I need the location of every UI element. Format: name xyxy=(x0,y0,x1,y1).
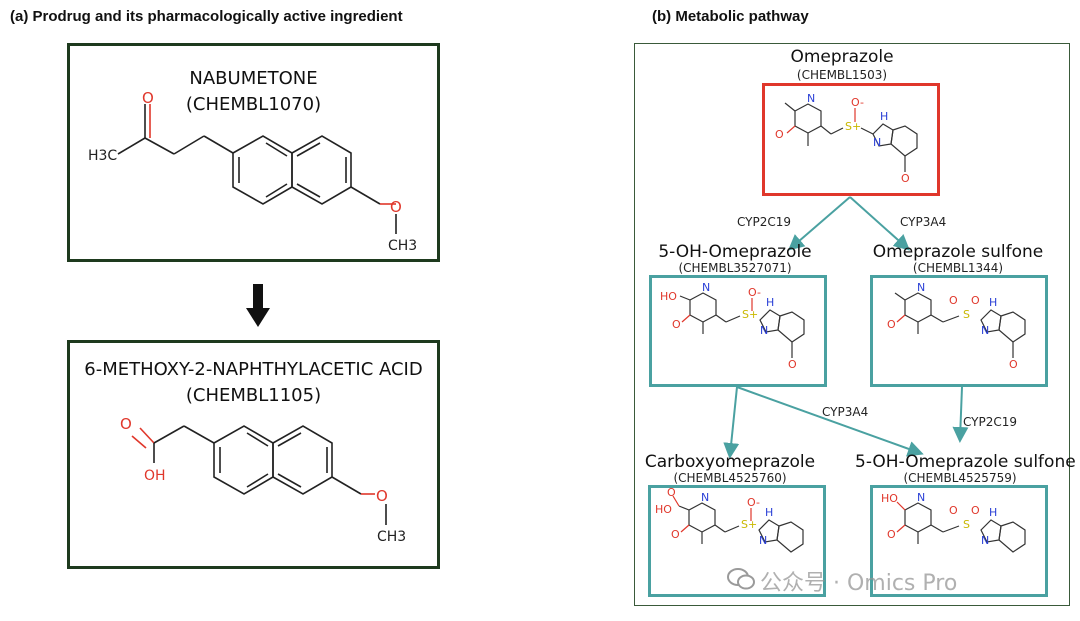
omeprazole-id: (CHEMBL1503) xyxy=(796,68,888,82)
nabumetone-structure: O H3C O CH3 xyxy=(88,89,417,254)
carboxy-h: H xyxy=(765,506,773,519)
5oh-o: O xyxy=(672,318,681,331)
sulfone-o-b: O xyxy=(971,294,980,307)
sulfone-o2: O xyxy=(1009,358,1018,371)
watermark-text: 公众号 · Omics Pro xyxy=(760,571,958,596)
arrow-sulfone-to-5oh-sulfone xyxy=(952,386,969,443)
prodrug-ch3-label: CH3 xyxy=(388,238,417,254)
5oh-omeprazole-sulfone-id: (CHEMBL4525759) xyxy=(903,471,1017,485)
sulfone-o-a: O xyxy=(949,294,958,307)
active-drug-box: 6-METHOXY-2-NAPHTHYLACETIC ACID (CHEMBL1… xyxy=(67,340,440,569)
pathway-frame xyxy=(634,43,1070,606)
sulfone-s: S xyxy=(963,308,970,321)
5oh-s: S+ xyxy=(742,308,758,321)
active-drug-name: 6-METHOXY-2-NAPHTHYLACETIC ACID xyxy=(84,359,423,380)
omeprazole-sulfone-id: (CHEMBL1344) xyxy=(912,261,1004,275)
5ohs-o-a: O xyxy=(949,504,958,517)
5oh-h: H xyxy=(766,296,774,309)
sulfone-o: O xyxy=(887,318,896,331)
sulfone-h: H xyxy=(989,296,997,309)
omeprazole-sulfone-structure: N O O S O H N O xyxy=(887,281,1026,371)
sulfone-n: N xyxy=(917,281,925,294)
carboxy-o-minus: O- xyxy=(747,496,760,509)
carboxy-o: O xyxy=(671,528,680,541)
carboxyomeprazole-box: O HO N O S+ O- H N xyxy=(648,485,826,597)
carboxy-s: S+ xyxy=(741,518,757,531)
prodrug-h3c-label: H3C xyxy=(88,148,117,164)
omeprazole-n: N xyxy=(807,92,815,105)
5oh-o2: O xyxy=(788,358,797,371)
arrow-parent-to-sulfone xyxy=(849,196,910,251)
panel-a-title: (a) Prodrug and its pharmacologically ac… xyxy=(10,8,403,25)
acid-methoxy-o: O xyxy=(376,487,388,505)
5ohs-s: S xyxy=(963,518,970,531)
carboxy-ho: HO xyxy=(655,503,672,516)
5ohs-n2: N xyxy=(981,534,989,547)
pathway-arrows xyxy=(723,196,969,459)
omeprazole-box: N O S+ O- H N O xyxy=(762,83,940,196)
5oh-omeprazole-sulfone-box: HO N O O S O H N xyxy=(870,485,1048,597)
omeprazole-sulfone-name: Omeprazole sulfone xyxy=(872,242,1044,262)
acid-carbonyl-o: O xyxy=(120,415,132,433)
5oh-n2: N xyxy=(760,324,768,337)
enzyme-label-cyp2c19-b: CYP2C19 xyxy=(963,415,1018,429)
wechat-icon xyxy=(727,568,755,590)
prodrug-methoxy-o: O xyxy=(390,198,402,216)
enzyme-label-cyp3a4-b: CYP3A4 xyxy=(822,405,869,419)
5oh-omeprazole-sulfone-name: 5-OH-Omeprazole sulfone xyxy=(855,452,1076,472)
omeprazole-o-minus: O- xyxy=(851,96,864,109)
omeprazole-sulfone-box: N O O S O H N O xyxy=(870,275,1048,387)
5oh-n: N xyxy=(702,281,710,294)
carboxyomeprazole-name: Carboxyomeprazole xyxy=(644,452,816,472)
5oh-omeprazole-name: 5-OH-Omeprazole xyxy=(658,242,812,262)
carboxyomeprazole-id: (CHEMBL4525760) xyxy=(673,471,787,485)
5oh-ho: HO xyxy=(660,290,677,303)
omeprazole-n2: N xyxy=(873,136,881,149)
omeprazole-structure: N O S+ O- H N O xyxy=(775,92,918,185)
prodrug-carbonyl-o: O xyxy=(142,89,154,107)
5oh-omeprazole-sulfone-structure: HO N O O S O H N xyxy=(881,491,1026,553)
omeprazole-h: H xyxy=(880,110,888,123)
acid-oh: OH xyxy=(144,468,166,484)
5oh-omeprazole-structure: HO N O S+ O- H N O xyxy=(660,281,805,371)
carboxy-n2: N xyxy=(759,534,767,547)
prodrug-id: (CHEMBL1070) xyxy=(185,94,322,115)
omeprazole-name: Omeprazole xyxy=(790,47,894,67)
carboxyomeprazole-structure: O HO N O S+ O- H N xyxy=(655,486,804,553)
arrow-5oh-to-carboxy xyxy=(723,386,740,459)
5ohs-n: N xyxy=(917,491,925,504)
prodrug-box: NABUMETONE (CHEMBL1070) O H3C xyxy=(67,43,440,262)
5oh-omeprazole-id: (CHEMBL3527071) xyxy=(678,261,792,275)
5ohs-o: O xyxy=(887,528,896,541)
down-arrow-icon xyxy=(246,284,270,327)
panel-b-title: (b) Metabolic pathway xyxy=(652,8,809,25)
sulfone-n2: N xyxy=(981,324,989,337)
5oh-o-minus: O- xyxy=(748,286,761,299)
omeprazole-o2: O xyxy=(901,172,910,185)
enzyme-label-cyp2c19-a: CYP2C19 xyxy=(737,215,792,229)
omeprazole-s: S+ xyxy=(845,120,861,133)
arrow-5oh-to-5oh-sulfone xyxy=(736,386,924,457)
acid-ch3-label: CH3 xyxy=(377,529,406,545)
enzyme-label-cyp3a4-a: CYP3A4 xyxy=(900,215,947,229)
prodrug-name: NABUMETONE xyxy=(189,68,318,89)
5ohs-o-b: O xyxy=(971,504,980,517)
5ohs-h: H xyxy=(989,506,997,519)
active-drug-id: (CHEMBL1105) xyxy=(185,385,322,406)
5ohs-ho: HO xyxy=(881,492,898,505)
omeprazole-o: O xyxy=(775,128,784,141)
5oh-omeprazole-box: HO N O S+ O- H N O xyxy=(649,275,827,387)
naphthylacetic-acid-structure: O OH O CH3 xyxy=(120,415,406,545)
arrow-parent-to-5oh xyxy=(787,196,851,251)
carboxy-o-a: O xyxy=(667,488,676,499)
carboxy-n: N xyxy=(701,491,709,504)
